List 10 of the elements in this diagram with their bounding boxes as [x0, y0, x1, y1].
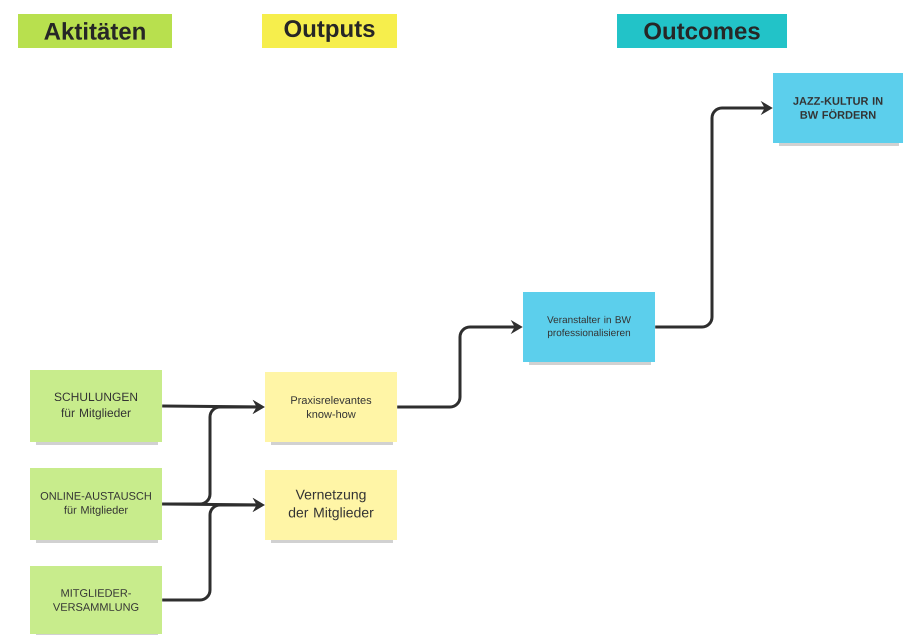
heading: Aktitäten	[18, 14, 172, 48]
sticky-note: SCHULUNGEN für Mitglieder	[30, 370, 162, 445]
sticky-note: MITGLIEDER-VERSAMMLUNG	[30, 566, 162, 635]
sticky-note: Praxisrelevantes know-how	[265, 372, 397, 445]
sticky-note: ONLINE-AUSTAUSCH für Mitglieder	[30, 468, 162, 543]
sticky-note: Vernetzung der Mitglieder	[265, 470, 397, 543]
heading: Outputs	[262, 14, 397, 48]
sticky-note: JAZZ-KULTUR IN BW FÖRDERN	[773, 73, 903, 146]
heading: Outcomes	[617, 14, 787, 48]
sticky-note: Veranstalter in BW professionalisieren	[523, 292, 655, 365]
